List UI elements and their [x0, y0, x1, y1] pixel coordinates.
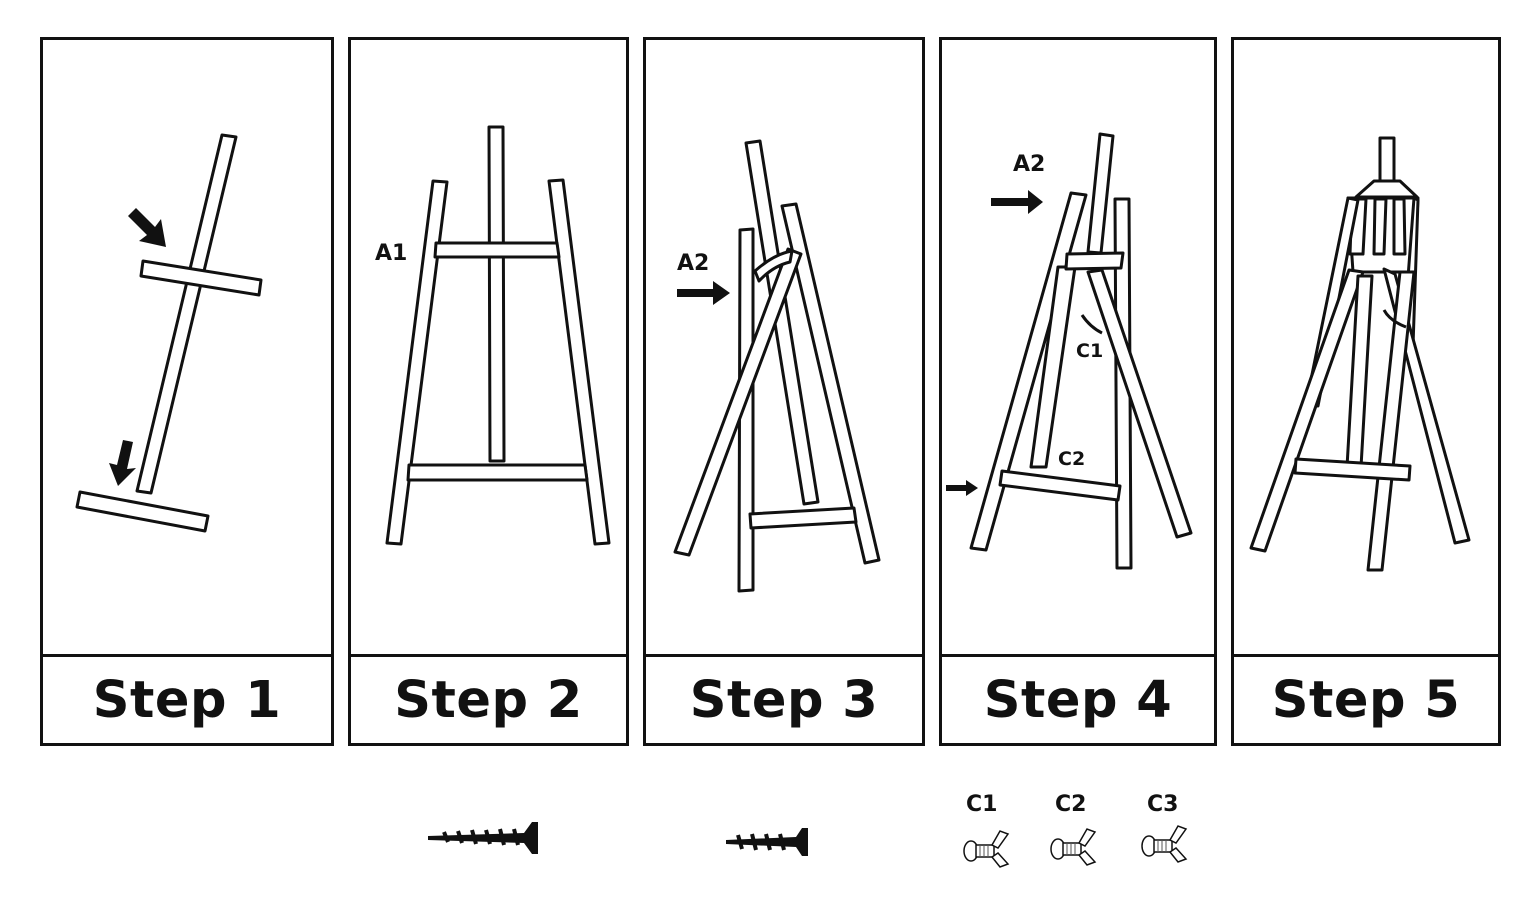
wing-nut-icon — [1050, 828, 1097, 866]
step-caption: Step 3 — [646, 654, 922, 743]
step-4-panel: A2 C1 C2 Step 4 — [939, 37, 1217, 746]
center-leg — [487, 125, 506, 463]
step-caption: Step 5 — [1234, 654, 1498, 743]
front-leg — [673, 247, 803, 557]
back-leg — [744, 139, 820, 506]
step-3-panel: A2 Step 3 — [643, 37, 925, 746]
back-leg — [1086, 268, 1193, 539]
center-leg — [1113, 197, 1133, 570]
step-1-illustration — [75, 133, 263, 533]
part-label-c1: C1 — [1076, 340, 1103, 362]
step-caption: Step 1 — [43, 654, 331, 743]
arrow-icon — [946, 480, 978, 496]
front-leg — [969, 191, 1088, 552]
bottom-crossbar — [406, 463, 589, 482]
hardware-label-c2: C2 — [1055, 792, 1087, 817]
wing-nut-icon — [963, 830, 1010, 868]
arrow-icon — [677, 281, 730, 305]
frame-slat — [1372, 197, 1388, 256]
step-caption: Step 2 — [351, 654, 626, 743]
step-5-illustration — [1249, 136, 1471, 572]
chain-link — [1382, 309, 1407, 329]
mast-top — [1378, 136, 1396, 183]
crossbar — [998, 469, 1122, 502]
part-label-a2: A2 — [677, 251, 709, 276]
wing-nut-icon — [1141, 825, 1188, 863]
step-2-panel: A1 Step 2 — [348, 37, 629, 746]
chain-link — [1080, 314, 1103, 335]
crossbar — [139, 259, 263, 297]
right-leg — [547, 178, 611, 546]
step-5-panel: Step 5 — [1231, 37, 1501, 746]
crossbar — [1293, 457, 1412, 482]
front-leg — [1249, 268, 1365, 553]
arrow-icon — [991, 190, 1043, 214]
top-crossbar — [433, 241, 561, 259]
hardware-label-c3: C3 — [1147, 792, 1179, 817]
right-leg — [780, 202, 881, 565]
top-bracket — [1064, 251, 1125, 271]
hardware-label-c1: C1 — [966, 792, 998, 817]
long-screw-icon — [428, 822, 538, 854]
short-screw-icon — [726, 828, 808, 856]
part-label-c2: C2 — [1058, 448, 1085, 470]
base-bar — [75, 490, 210, 533]
arrow-icon — [109, 440, 136, 486]
easel-leg — [135, 133, 238, 495]
top-cap — [1354, 179, 1419, 199]
step-2-illustration: A1 — [375, 125, 611, 546]
part-label-a2: A2 — [1013, 152, 1045, 177]
hinge-bracket — [753, 249, 794, 283]
arrow-icon — [128, 208, 166, 247]
frame-slat — [1392, 197, 1407, 256]
step-4-illustration: A2 C1 C2 — [946, 132, 1193, 570]
step-1-panel: Step 1 — [40, 37, 334, 746]
step-caption: Step 4 — [942, 654, 1214, 743]
part-label-a1: A1 — [375, 241, 407, 266]
crossbar — [748, 506, 858, 530]
center-leg — [737, 227, 755, 593]
step-3-illustration: A2 — [673, 139, 881, 593]
mast — [1086, 132, 1115, 255]
left-leg — [385, 179, 449, 546]
